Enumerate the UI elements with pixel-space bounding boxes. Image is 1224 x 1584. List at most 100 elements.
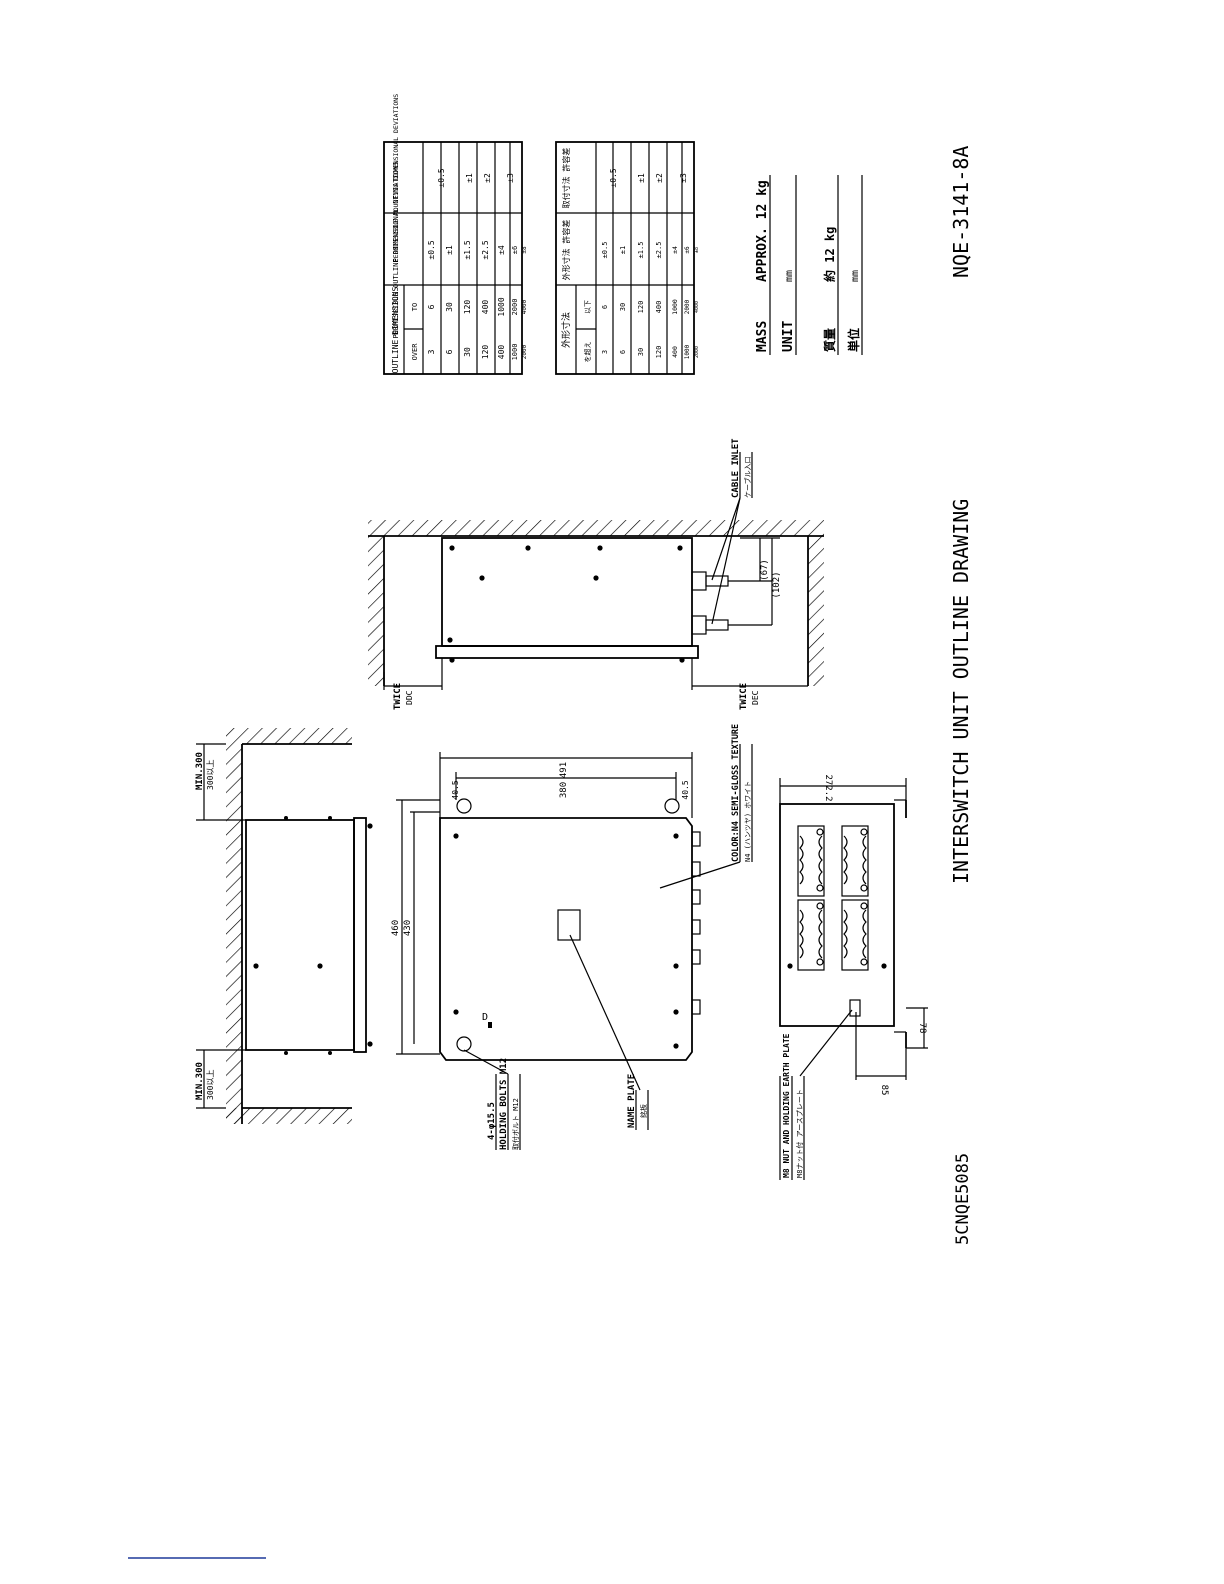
table-jp-r1-dev: ±1 xyxy=(619,246,627,254)
table-en-r6-over: 2000 xyxy=(521,344,528,359)
table-en-r2-dev: ±1.5 xyxy=(463,240,472,259)
drawing-title: INTERSWITCH UNIT OUTLINE DRAWING xyxy=(949,499,973,884)
table-jp-r2-dev: ±1.5 xyxy=(637,242,645,259)
table-en-r2-over: 30 xyxy=(463,347,472,357)
table-en-r1-to: 30 xyxy=(445,302,454,312)
dim-min300-b-jp: 300以上 xyxy=(206,1070,215,1100)
table-en-r0-over: 3 xyxy=(427,349,436,354)
bottom-view: 272.2 85 78 M8 NUT AND HOLDING EARTH PLA… xyxy=(779,774,928,1180)
dim-min300-a-jp: 300以上 xyxy=(206,760,215,790)
table-en-r5-dev: ±6 xyxy=(511,246,519,254)
holding-bolts-label: HOLDING BOLTS M12 xyxy=(499,1058,509,1150)
table-en-r2-to: 120 xyxy=(463,300,472,315)
table-jp-r3-dev: ±2.5 xyxy=(655,242,663,259)
cable-inlet-label: CABLE INLET xyxy=(731,438,741,498)
front-view: D 460 430 491 380 xyxy=(391,724,753,1150)
table-en-col2-header: PERMISSIBLE OUTLINE DIMENSIONAL DEVIATIO… xyxy=(392,161,400,338)
dim-430: 430 xyxy=(403,920,413,936)
dim-380: 380 xyxy=(559,782,569,798)
table-jp-r4-to: 1000 xyxy=(671,299,679,315)
dim-40-left: 40.5 xyxy=(451,780,460,799)
table-en-r3-over: 120 xyxy=(481,345,490,360)
unit-label-jp: 単位 xyxy=(846,328,861,352)
table-jp-r1-to: 30 xyxy=(619,303,627,311)
table-jp-r4-over: 400 xyxy=(671,346,679,358)
table-jp-r2-over: 30 xyxy=(637,348,645,356)
dim-78: 78 xyxy=(917,1023,927,1034)
table-jp-r0-over: 3 xyxy=(601,350,609,354)
table-en-mount-3: ±3 xyxy=(506,173,515,183)
unit-value-jp: mm xyxy=(850,270,861,282)
dim-twice-a: TWICE xyxy=(393,683,403,710)
table-en-r0-dev: ±0.5 xyxy=(427,240,436,259)
dim-min300-b: MIN.300 xyxy=(195,1062,205,1100)
side-view-between-walls: MIN.300 300以上 MIN.300 300以上 xyxy=(195,728,373,1124)
table-en-over: OVER xyxy=(411,343,419,361)
mass-value: APPROX. 12 kg xyxy=(755,180,770,282)
coloring-label-jp: N4 (ハンツヤ) ホワイト xyxy=(744,781,752,862)
table-en-mount-1: ±1 xyxy=(465,173,474,183)
table-jp-r3-over: 120 xyxy=(655,346,663,359)
table-en-r1-dev: ±1 xyxy=(445,245,454,255)
table-jp-to: 以下 xyxy=(584,300,592,314)
dim-491: 491 xyxy=(559,762,569,778)
mass-unit-block: MASS APPROX. 12 kg UNIT mm 質量 約 12 kg 単位… xyxy=(755,175,863,355)
table-jp-r3-to: 400 xyxy=(655,301,663,314)
dim-102: (102) xyxy=(772,571,782,598)
side-view-wall-mounted: (67) (102) CABLE INLET ケーブル入口 TWICE DDC … xyxy=(368,438,824,710)
table-jp-r0-to: 6 xyxy=(601,305,609,309)
table-en-r1-over: 6 xyxy=(445,349,454,354)
table-jp-rows: 3 6 ±0.5 6 30 ±1 30 120 ±1.5 120 400 ±2.… xyxy=(601,168,700,359)
table-en-r3-to: 400 xyxy=(481,300,490,315)
dim-67: (67) xyxy=(760,559,770,581)
dim-40-right: 40.5 xyxy=(681,780,690,799)
table-jp-r6-over: 2000 xyxy=(694,346,700,358)
svg-text:D: D xyxy=(482,1012,488,1023)
table-en-r3-dev: ±2.5 xyxy=(481,240,490,259)
earth-plate-label-jp: M8ナット付 アースプレート xyxy=(795,1089,804,1178)
earth-plate-label: M8 NUT AND HOLDING EARTH PLATE xyxy=(782,1033,791,1178)
table-jp-r6-dev: ±8 xyxy=(694,247,700,253)
mass-label-jp: 質量 xyxy=(822,328,837,352)
unit-label: UNIT xyxy=(781,321,796,352)
dim-twice-a-val: DDC xyxy=(405,690,414,705)
table-jp-r6-to: 4000 xyxy=(694,301,700,313)
document-code: 5CNQE5085 xyxy=(953,1153,973,1245)
table-en-r4-dev: ±4 xyxy=(497,245,506,255)
mass-label: MASS xyxy=(755,321,770,352)
table-jp-col2-header: 外形寸法 許容差 xyxy=(561,220,571,281)
terminal-block-1 xyxy=(797,825,825,897)
table-jp-mount-3: ±3 xyxy=(679,173,688,183)
tolerance-table-en: OUTLINE DIMENSIONS PERMISSIBLE OUTLINE D… xyxy=(383,94,528,375)
table-en-col3-header: PERMISSIBLE MOUNTING DIMENSIONAL DEVIATI… xyxy=(392,94,400,262)
table-en-r5-to: 2000 xyxy=(511,299,519,316)
table-jp-col3-header: 取付寸法 許容差 xyxy=(561,148,571,209)
table-en-mount-0: ±0.5 xyxy=(437,168,446,187)
dim-272: 272.2 xyxy=(823,774,833,801)
table-jp-r2-to: 120 xyxy=(637,301,645,314)
name-plate-label-jp: 銘板 xyxy=(639,1104,648,1118)
table-en-to: TO xyxy=(411,303,419,311)
terminal-block-3 xyxy=(797,899,825,971)
drawing-number: NQE-3141-8A xyxy=(949,146,973,278)
table-jp-r5-to: 2000 xyxy=(684,299,691,314)
holding-bolts-label-jp: 取付ボルト M12 xyxy=(511,1098,520,1150)
unit-value: mm xyxy=(784,270,795,282)
table-jp-r4-dev: ±4 xyxy=(671,246,679,254)
table-en-r0-to: 6 xyxy=(427,304,436,309)
terminal-block-4 xyxy=(841,899,869,971)
dim-460: 460 xyxy=(391,920,401,936)
table-jp-r5-dev: ±6 xyxy=(684,246,691,254)
terminal-block-2 xyxy=(841,825,869,897)
dim-twice-b: TWICE xyxy=(739,683,749,710)
table-jp-col1-header: 外形寸法 xyxy=(560,312,572,348)
tolerance-table-jp: 外形寸法 外形寸法 許容差 取付寸法 許容差 を超え 以下 3 6 ±0.5 6… xyxy=(555,141,700,375)
table-jp-mount-1: ±1 xyxy=(637,173,646,183)
dim-85: 85 xyxy=(879,1085,889,1096)
table-jp-mount-0: ±0.5 xyxy=(609,168,618,187)
table-en-r4-to: 1000 xyxy=(497,297,506,316)
dim-twice-b-val: DEC xyxy=(751,690,760,705)
cable-inlet-label-jp: ケーブル入口 xyxy=(743,456,752,498)
table-jp-mount-2: ±2 xyxy=(655,173,664,183)
